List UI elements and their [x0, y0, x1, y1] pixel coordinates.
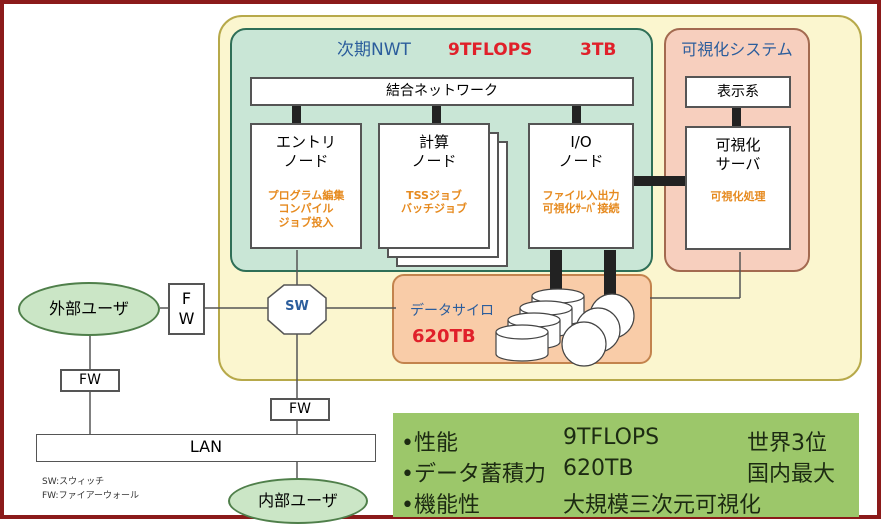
firewall-external-label-2: W	[178, 309, 195, 328]
interconnect-network: 結合ネットワーク	[250, 77, 634, 106]
nwt-title: 次期NWT	[337, 40, 411, 60]
entry-node-title-2: ノード	[283, 151, 329, 170]
internal-user: 内部ユーザ	[228, 478, 368, 524]
nwt-storage: 3TB	[580, 40, 617, 60]
performance-summary: •性能 9TFLOPS 世界3位 •データ蓄積力 620TB 国内最大 •機能性…	[393, 413, 859, 518]
io-node-title-2: ノード	[558, 151, 604, 170]
entry-node-title-1: エントリ	[275, 133, 336, 151]
perf-label-3: •機能性	[401, 493, 480, 518]
nwt-flops: 9TFLOPS	[448, 40, 533, 60]
entry-node: エントリ ノード プログラム編集 コンパイル ジョブ投入	[250, 123, 362, 249]
compute-node: 計算 ノード TSSジョブ バッチジョブ	[378, 123, 490, 249]
legend-sw: SW:スウィッチ	[42, 477, 105, 487]
switch-label: SW	[285, 299, 309, 314]
perf-label-1: •性能	[401, 431, 458, 456]
visualization-server-desc: 可視化処理	[710, 189, 766, 203]
io-node-desc-2: 可視化ｻｰﾊﾞ接続	[542, 202, 620, 216]
compute-node-desc-2: バッチジョブ	[401, 202, 467, 216]
tape-reel-icon	[561, 293, 635, 367]
visualization-server-title-1: 可視化	[715, 136, 761, 154]
firewall-center: FW	[270, 398, 330, 421]
external-user: 外部ユーザ	[18, 282, 160, 336]
entry-node-desc-1: プログラム編集	[267, 188, 345, 202]
compute-node-title-2: ノード	[411, 151, 457, 170]
perf-value-1: 9TFLOPS	[563, 425, 660, 450]
entry-node-desc-2: コンパイル	[278, 202, 334, 216]
data-silo-capacity: 620TB	[412, 326, 476, 347]
entry-node-desc-3: ジョブ投入	[278, 216, 334, 229]
firewall-external-label-1: F	[181, 289, 192, 308]
disk-stack-icon	[495, 288, 585, 362]
perf-note-1: 世界3位	[747, 431, 827, 456]
perf-note-2: 国内最大	[747, 462, 836, 487]
perf-value-3: 大規模三次元可視化	[563, 493, 762, 518]
switch-octagon	[267, 284, 327, 335]
perf-label-2: •データ蓄積力	[401, 462, 546, 487]
visualization-server: 可視化 サーバ 可視化処理	[685, 126, 791, 250]
lan-bar: LAN	[36, 434, 376, 462]
visualization-server-title-2: サーバ	[715, 154, 761, 173]
firewall-external: F W	[168, 283, 205, 335]
compute-node-desc-1: TSSジョブ	[406, 188, 462, 202]
display-unit: 表示系	[685, 76, 791, 108]
io-node-title-1: I/O	[570, 133, 592, 151]
io-node-desc-1: ファイル入出力	[542, 188, 620, 202]
visualization-title: 可視化システム	[681, 40, 793, 59]
perf-value-2: 620TB	[563, 456, 634, 481]
io-node: I/O ノード ファイル入出力 可視化ｻｰﾊﾞ接続	[528, 123, 634, 249]
legend-fw: FW:ファイアーウォール	[42, 491, 140, 501]
compute-node-title-1: 計算	[418, 133, 449, 151]
data-silo-label: データサイロ	[410, 303, 494, 319]
firewall-left: FW	[60, 369, 120, 392]
